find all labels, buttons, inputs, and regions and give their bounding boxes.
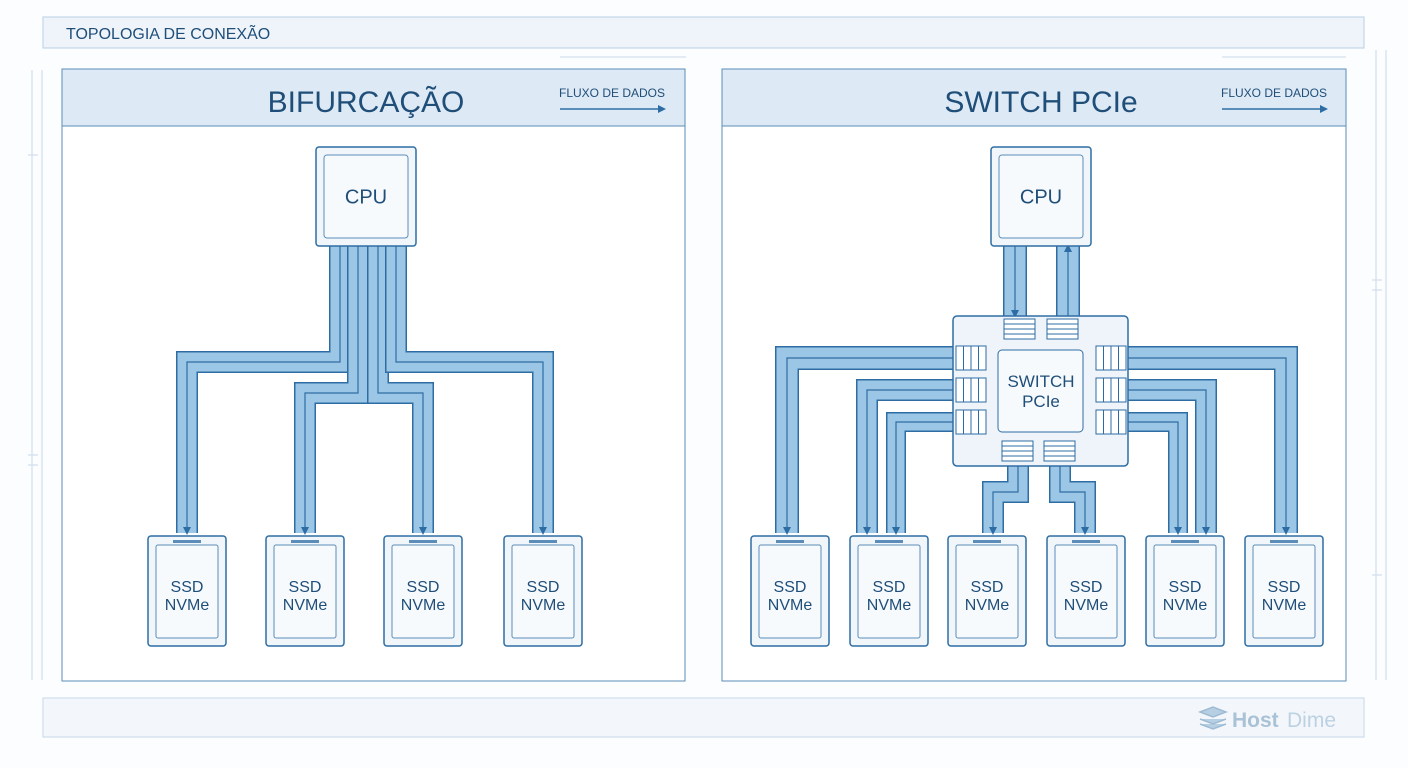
ssd-label: SSD bbox=[1268, 579, 1301, 596]
switch-label: PCIe bbox=[1022, 392, 1060, 411]
panel-title: SWITCH PCIe bbox=[944, 86, 1137, 119]
ssd-label: SSD bbox=[289, 579, 322, 596]
cpu-chip: CPU bbox=[315, 146, 417, 247]
switch-port bbox=[955, 377, 987, 403]
hostdime-logo: Host Dime bbox=[1197, 706, 1336, 732]
switch-port bbox=[1095, 409, 1127, 435]
pcie-bus bbox=[982, 462, 1029, 535]
flow-label: FLUXO DE DADOS bbox=[559, 86, 665, 100]
panel-title: BIFURCAÇÃO bbox=[268, 85, 465, 119]
ssd-label: SSD bbox=[774, 579, 807, 596]
switch-port bbox=[955, 345, 987, 371]
pcie-bus bbox=[856, 379, 956, 535]
pcie-bus bbox=[385, 246, 554, 535]
svg-text:Host: Host bbox=[1232, 709, 1279, 732]
footer-bar: Host Dime bbox=[42, 697, 1365, 738]
pcie-bus bbox=[1126, 379, 1217, 535]
ssd-label: NVMe bbox=[768, 597, 813, 614]
switch-port bbox=[1046, 318, 1079, 340]
svg-text:Dime: Dime bbox=[1287, 709, 1336, 732]
decorative-rulers bbox=[28, 50, 1387, 680]
flow-label: FLUXO DE DADOS bbox=[1221, 86, 1327, 100]
ssd-label: SSD bbox=[407, 579, 440, 596]
cpu-chip: CPU bbox=[990, 146, 1092, 247]
switch-port bbox=[1003, 318, 1036, 340]
pcie-bus bbox=[294, 246, 369, 535]
ssd-label: NVMe bbox=[867, 597, 912, 614]
switch-port bbox=[955, 409, 987, 435]
ssd-label: SSD bbox=[1070, 579, 1103, 596]
ssd-label: NVMe bbox=[401, 597, 446, 614]
ssd-label: SSD bbox=[971, 579, 1004, 596]
cpu-label: CPU bbox=[1020, 187, 1062, 209]
ssd-label: NVMe bbox=[1163, 597, 1208, 614]
switch-port bbox=[1043, 440, 1076, 462]
switch-port bbox=[1095, 377, 1127, 403]
page-title: TOPOLOGIA DE CONEXÃO bbox=[66, 23, 270, 43]
pcie-bus bbox=[1126, 412, 1188, 535]
pcie-bus bbox=[367, 246, 434, 535]
header-bar: TOPOLOGIA DE CONEXÃO bbox=[42, 16, 1365, 49]
pcie-bus bbox=[1049, 462, 1096, 535]
cpu-label: CPU bbox=[345, 187, 387, 209]
ssd-label: NVMe bbox=[165, 597, 210, 614]
pcie-bus bbox=[886, 412, 956, 535]
pcie-bus bbox=[775, 346, 956, 535]
ssd-label: SSD bbox=[873, 579, 906, 596]
ssd-label: SSD bbox=[171, 579, 204, 596]
ssd-label: SSD bbox=[1169, 579, 1202, 596]
pcie-bus bbox=[176, 246, 351, 535]
switch-port bbox=[1095, 345, 1127, 371]
switch-label: SWITCH bbox=[1007, 372, 1074, 391]
ssd-label: NVMe bbox=[521, 597, 566, 614]
ssd-label: SSD bbox=[527, 579, 560, 596]
ssd-label: NVMe bbox=[1064, 597, 1109, 614]
switch-port bbox=[1001, 440, 1034, 462]
ssd-label: NVMe bbox=[283, 597, 328, 614]
pcie-bus bbox=[1126, 346, 1298, 535]
ssd-label: NVMe bbox=[1262, 597, 1307, 614]
ssd-label: NVMe bbox=[965, 597, 1010, 614]
